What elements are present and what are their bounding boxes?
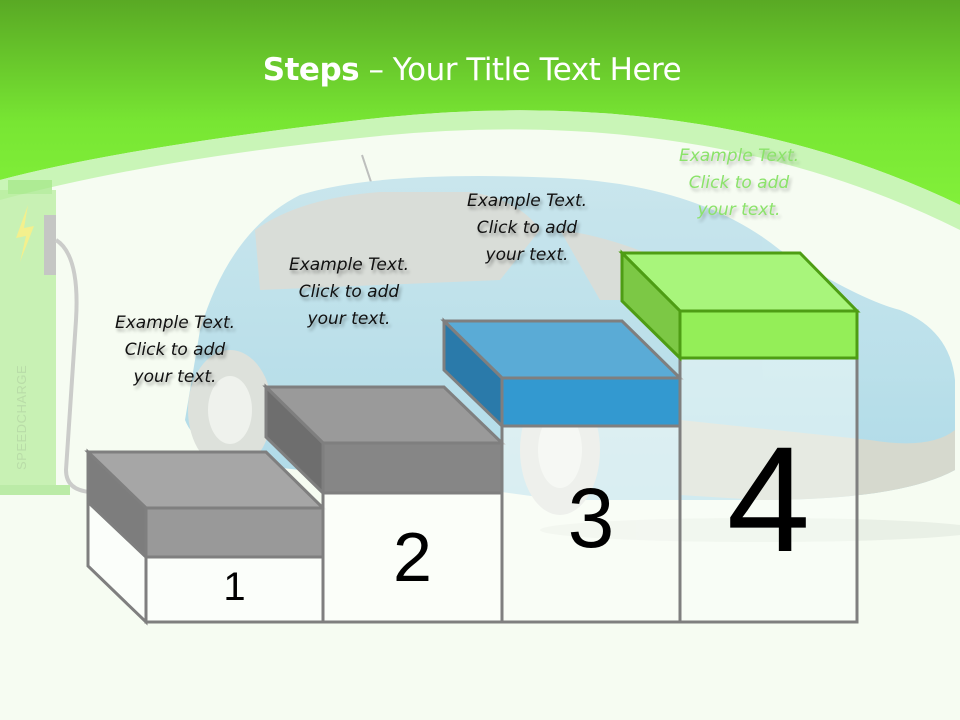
step-4-block [618, 249, 861, 624]
step-1-note[interactable]: Example Text. Click to add your text. [114, 313, 236, 387]
step-3-number: 3 [567, 471, 615, 565]
speedcharge-brand-text: SPEEDCHARGE [14, 364, 29, 470]
header-band [0, 0, 960, 205]
step-2-number: 2 [393, 518, 432, 596]
step-4-number: 4 [726, 415, 811, 583]
step-1-block [84, 448, 327, 626]
charging-station-illustration [0, 180, 91, 495]
step-4-note[interactable]: Example Text. Click to add your text. [678, 146, 800, 220]
step-3-note[interactable]: Example Text. Click to add your text. [466, 191, 588, 265]
step-2-note[interactable]: Example Text. Click to add your text. [288, 255, 410, 329]
step-1-number: 1 [223, 565, 246, 609]
title-bold: Steps [262, 52, 360, 88]
title-rest: – Your Title Text Here [359, 52, 682, 88]
slide-title[interactable]: Steps – Your Title Text Here [0, 52, 944, 88]
